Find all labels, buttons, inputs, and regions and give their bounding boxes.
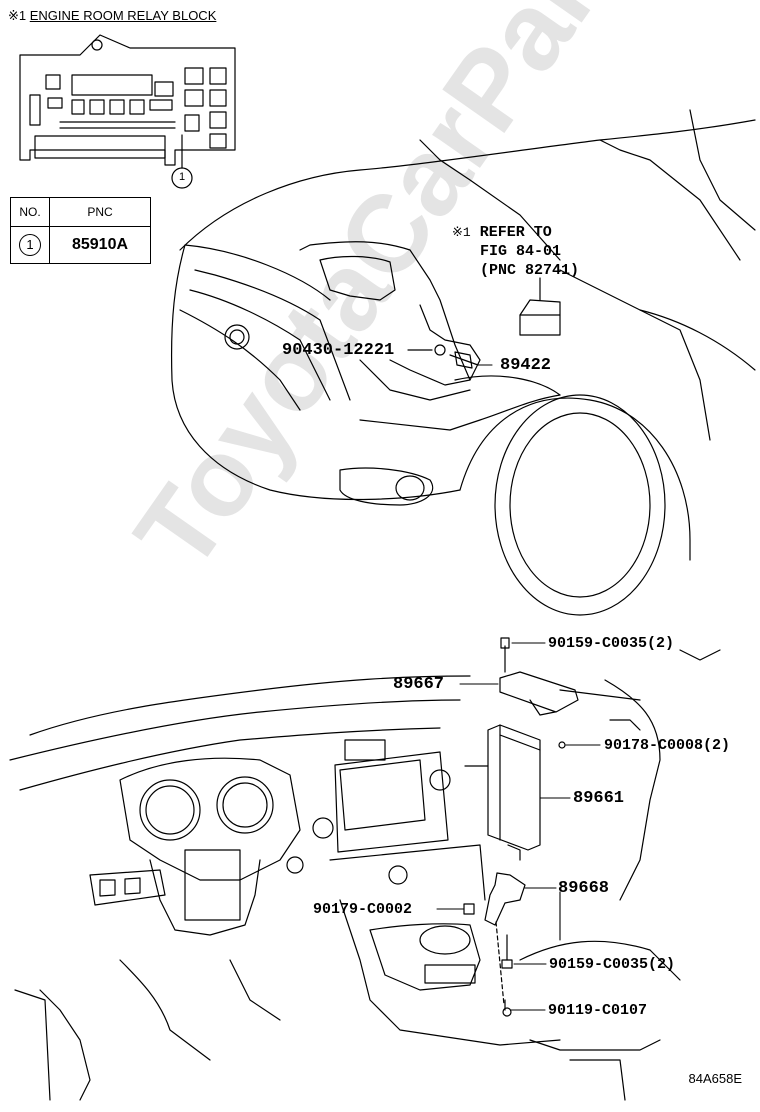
ecu-assembly-drawing xyxy=(463,637,579,1017)
refer-note-mark: ※1 xyxy=(452,225,471,240)
part-label-90159-bottom[interactable]: 90159-C0035(2) xyxy=(549,956,676,973)
refer-note-line2: FIG 84-01 xyxy=(480,243,562,260)
car-front-drawing xyxy=(170,109,756,616)
header-mark: ※1 xyxy=(8,8,27,23)
pnc-row-number: 1 xyxy=(19,234,41,256)
figure-code: 84A658E xyxy=(688,1071,743,1086)
refer-note-line3: (PNC 82741) xyxy=(480,262,580,279)
relay-block-callout: 1 xyxy=(178,171,186,183)
part-label-89422[interactable]: 89422 xyxy=(500,356,552,375)
part-label-89667[interactable]: 89667 xyxy=(393,675,445,694)
part-label-90430-12221[interactable]: 90430-12221 xyxy=(282,341,395,360)
pnc-table-header-no: NO. xyxy=(10,197,50,227)
part-label-90159-top[interactable]: 90159-C0035(2) xyxy=(548,635,675,652)
relay-block-drawing xyxy=(19,34,236,189)
pnc-table-cell-pnc: 85910A xyxy=(49,226,151,264)
dashboard-drawing xyxy=(9,649,721,1101)
part-label-89668[interactable]: 89668 xyxy=(558,879,610,898)
part-label-90119[interactable]: 90119-C0107 xyxy=(548,1002,648,1019)
header-title: ENGINE ROOM RELAY BLOCK xyxy=(29,8,217,23)
part-label-89661[interactable]: 89661 xyxy=(573,789,625,808)
pnc-table-header-pnc: PNC xyxy=(49,197,151,227)
refer-note: ※1 REFER TO FIG 84-01 (PNC 82741) xyxy=(452,223,579,280)
pnc-table-cell-no: 1 xyxy=(10,226,50,264)
part-label-90179[interactable]: 90179-C0002 xyxy=(313,901,413,918)
refer-note-line1: REFER TO xyxy=(479,224,552,241)
leader-lines xyxy=(436,364,601,1011)
relay-block-header: ※1 ENGINE ROOM RELAY BLOCK xyxy=(8,8,216,24)
part-label-90178[interactable]: 90178-C0008(2) xyxy=(604,737,731,754)
pnc-table: NO. PNC 1 85910A xyxy=(10,197,151,264)
